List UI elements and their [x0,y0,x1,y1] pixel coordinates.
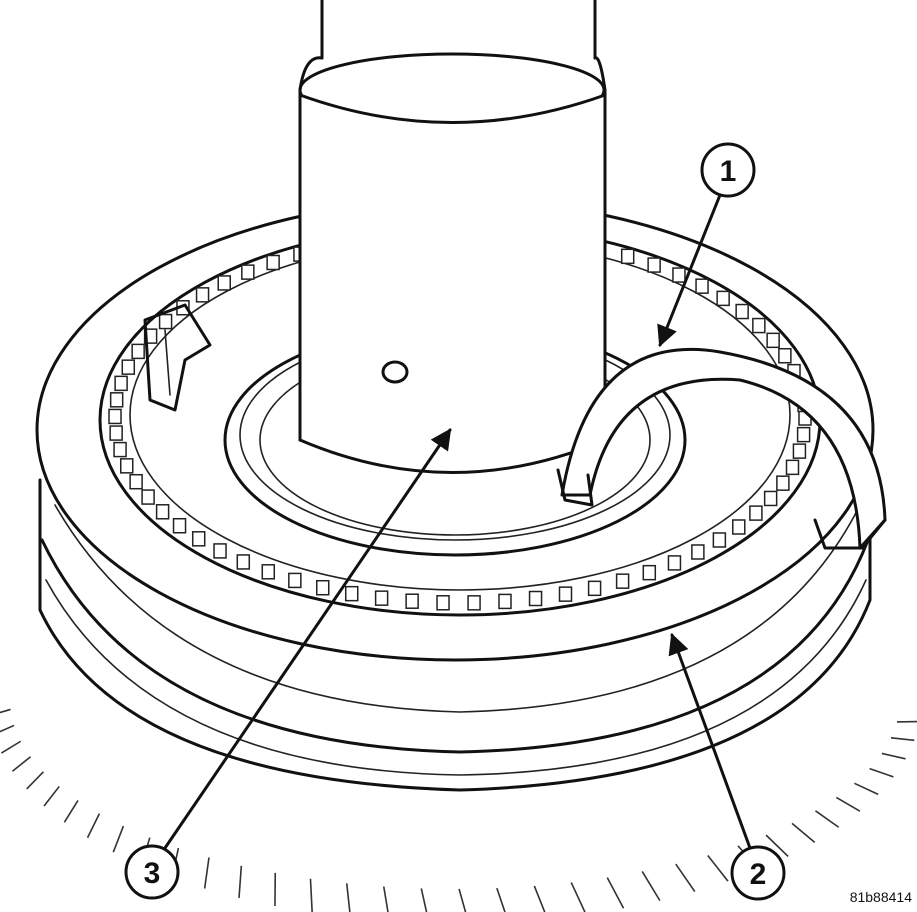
leader-lines [163,193,752,850]
callout-2-label: 2 [750,858,767,891]
callout-3: 3 [124,844,180,900]
callout-3-label: 3 [144,857,161,890]
callout-1: 1 [700,142,756,198]
leader-3 [163,428,452,850]
callout-1-label: 1 [720,155,737,188]
figure-id: 81b88414 [850,889,913,905]
callout-2: 2 [730,845,786,901]
leader-1 [657,193,722,347]
snap-ring [556,347,887,550]
gear [0,708,917,912]
installer-tool [298,0,607,474]
leader-2 [668,633,752,850]
